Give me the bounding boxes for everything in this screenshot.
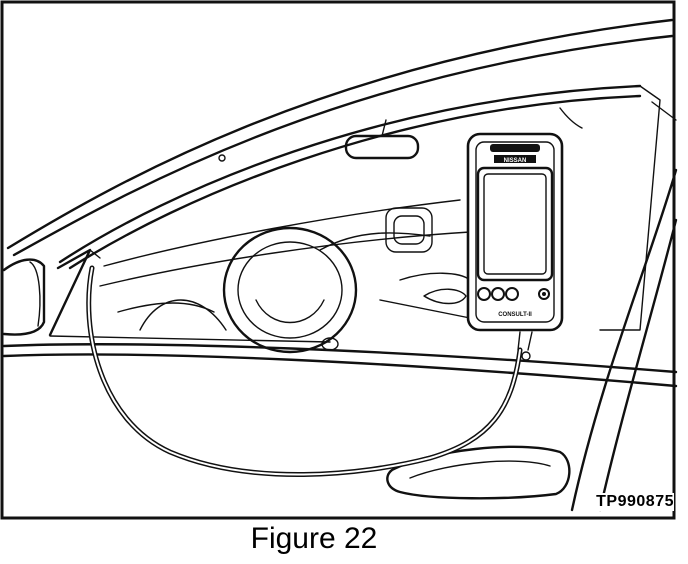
- rearview-mirror: [218, 119, 420, 162]
- side-mirror: [2, 258, 46, 336]
- steering-wheel: [222, 226, 358, 354]
- device-button-2: [491, 287, 505, 301]
- door-frame: [6, 18, 678, 512]
- figure-caption: Figure 22: [250, 522, 378, 555]
- door-belt: [2, 335, 678, 388]
- device-screen: [476, 166, 554, 282]
- figure-frame: [0, 0, 676, 520]
- drawing-id: TP990875: [596, 493, 674, 511]
- device-button-1: [477, 287, 491, 301]
- door-handle: [386, 445, 571, 500]
- device-brand-plate: [494, 155, 536, 163]
- device-button-3: [505, 287, 519, 301]
- a-pillar: [48, 248, 101, 337]
- device-model-label: CONSULT-II: [498, 312, 532, 318]
- consult-ii-device: NISSAN CONSULT-II: [466, 132, 564, 332]
- diagnostic-cable: [86, 265, 533, 478]
- device-speaker-grille: [490, 144, 540, 152]
- device-brand-label: NISSAN: [504, 158, 527, 164]
